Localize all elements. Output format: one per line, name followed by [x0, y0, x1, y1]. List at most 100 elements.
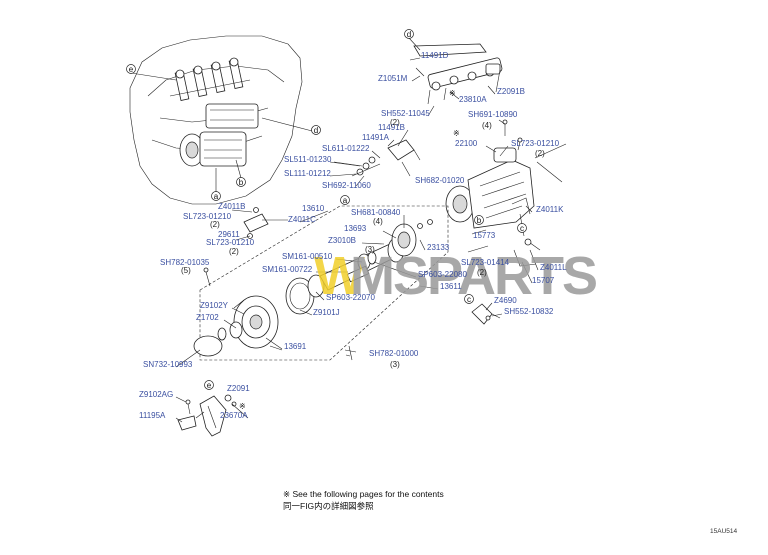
- callout-markers: d e d a b a b c c e: [126, 29, 527, 390]
- part-number-label: SH552-11045: [381, 109, 430, 118]
- part-number-label: 11491D: [421, 51, 449, 60]
- callout-letter: d: [407, 30, 411, 39]
- part-number-label: SL511-01230: [284, 155, 332, 164]
- part-number-label: SL111-01212: [284, 169, 331, 178]
- part-number-label: SL723-01414: [461, 258, 510, 267]
- callout-circle: [340, 195, 350, 205]
- callout-letter: b: [239, 178, 244, 187]
- part-number-labels: 11491D Z1051M Z2091B 23810A SH552-11045 SH691…: [139, 51, 567, 420]
- watermark-rest: MSPARTS: [350, 246, 596, 306]
- part-number-label: SM161-00510: [282, 252, 333, 261]
- part-number-label: SM161-00722: [262, 265, 313, 274]
- part-number-label: Z1702: [196, 313, 219, 322]
- reference-mark: ※: [239, 402, 246, 411]
- part-number-label: SL723-01210: [206, 238, 255, 247]
- part-number-label: SL611-01222: [322, 144, 370, 153]
- quantity-label: (2): [210, 220, 220, 229]
- reference-mark: ※: [453, 129, 460, 138]
- callout-letter: c: [520, 224, 524, 233]
- part-number-label: Z3010B: [328, 236, 356, 245]
- part-number-label: SN732-10993: [143, 360, 193, 369]
- callout-letter: d: [314, 126, 318, 135]
- callout-letter: b: [477, 216, 482, 225]
- part-number-label: Z9101J: [313, 308, 340, 317]
- quantity-label: (5): [181, 266, 191, 275]
- callout-letter: c: [467, 295, 471, 304]
- part-number-label: SH681-00840: [351, 208, 401, 217]
- part-number-label: SH682-01020: [415, 176, 465, 185]
- asterisk-marks: ※ ※ ※: [239, 89, 460, 411]
- callout-circle: [517, 223, 527, 233]
- spacer-fasteners-drawing: [203, 207, 288, 287]
- part-number-label: Z4011C: [288, 215, 316, 224]
- part-number-label: Z2091B: [497, 87, 525, 96]
- callout-circle: [404, 29, 414, 39]
- note-english: ※ See the following pages for the conten…: [283, 489, 444, 499]
- callout-circle: [474, 215, 484, 225]
- quantity-labels: (2)(4)(2)(2)(4)(3)(2)(5)(2)(3): [181, 118, 545, 369]
- quantity-label: (3): [365, 245, 375, 254]
- part-number-label: 15707: [532, 276, 555, 285]
- quantity-label: (4): [482, 121, 492, 130]
- callout-circle: [126, 64, 136, 74]
- part-number-label: 29611: [218, 230, 240, 239]
- callout-letter: e: [207, 381, 212, 390]
- part-number-label: Z4690: [494, 296, 517, 305]
- callout-letter: e: [129, 65, 134, 74]
- fuel-rail-drawing: [408, 37, 508, 136]
- callout-letter: a: [214, 192, 219, 201]
- engine-block-drawing: [129, 35, 317, 205]
- part-number-label: 13611: [440, 282, 462, 291]
- part-number-label: 23670A: [220, 411, 248, 420]
- leader-lines: [175, 57, 539, 423]
- callout-circle: [311, 125, 321, 135]
- callout-circle: [464, 294, 474, 304]
- callout-circle: [211, 191, 221, 201]
- part-number-label: SH692-11060: [322, 181, 371, 190]
- part-number-label: SH782-01000: [369, 349, 419, 358]
- callout-circle: [204, 380, 214, 390]
- quantity-label: (3): [390, 360, 400, 369]
- part-number-label: 11491A: [362, 133, 390, 142]
- part-number-label: Z9102Y: [200, 301, 229, 310]
- part-number-label: SH691-10890: [468, 110, 518, 119]
- quantity-label: (4): [373, 217, 383, 226]
- part-number-label: Z2091: [227, 384, 250, 393]
- figure-code: 15AU514: [710, 528, 737, 535]
- sensor-drawing: [471, 303, 501, 325]
- part-number-label: SL723-01210: [183, 212, 232, 221]
- part-number-label: 13610: [302, 204, 325, 213]
- callout-letter: a: [343, 196, 348, 205]
- part-number-label: 13693: [344, 224, 367, 233]
- part-number-label: SP603-22070: [326, 293, 375, 302]
- part-number-label: SH782-01035: [160, 258, 210, 267]
- part-number-label: 15773: [473, 231, 496, 240]
- part-number-label: 11195A: [139, 411, 166, 420]
- quantity-label: (2): [477, 268, 487, 277]
- reference-mark: ※: [449, 89, 456, 98]
- part-number-label: Z9102AG: [139, 390, 173, 399]
- callout-circle: [236, 177, 246, 187]
- part-number-label: 13691: [284, 342, 307, 351]
- part-number-label: SH552-10832: [504, 307, 554, 316]
- note-japanese: 同一FIG内の詳細図参照: [283, 501, 374, 511]
- part-number-label: Z4011L: [540, 263, 567, 272]
- watermark-w: W: [314, 246, 365, 306]
- exploded-view-boundary: [199, 205, 449, 361]
- watermark: W MSPARTS: [314, 246, 598, 306]
- quantity-label: (2): [535, 149, 545, 158]
- part-number-label: 23133: [427, 243, 450, 252]
- part-number-label: SP603-22080: [418, 270, 467, 279]
- bracket-parts-drawing: [329, 139, 421, 187]
- part-number-label: 11491B: [378, 123, 405, 132]
- part-number-label: Z4011B: [218, 202, 245, 211]
- part-number-label: Z4011K: [536, 205, 564, 214]
- part-number-label: SL723-01210: [511, 139, 560, 148]
- part-number-label: 23810A: [459, 95, 487, 104]
- quantity-label: (2): [390, 118, 400, 127]
- part-number-label: Z1051M: [378, 74, 408, 83]
- gear-housing-drawing: [193, 219, 433, 361]
- part-number-label: 22100: [455, 139, 478, 148]
